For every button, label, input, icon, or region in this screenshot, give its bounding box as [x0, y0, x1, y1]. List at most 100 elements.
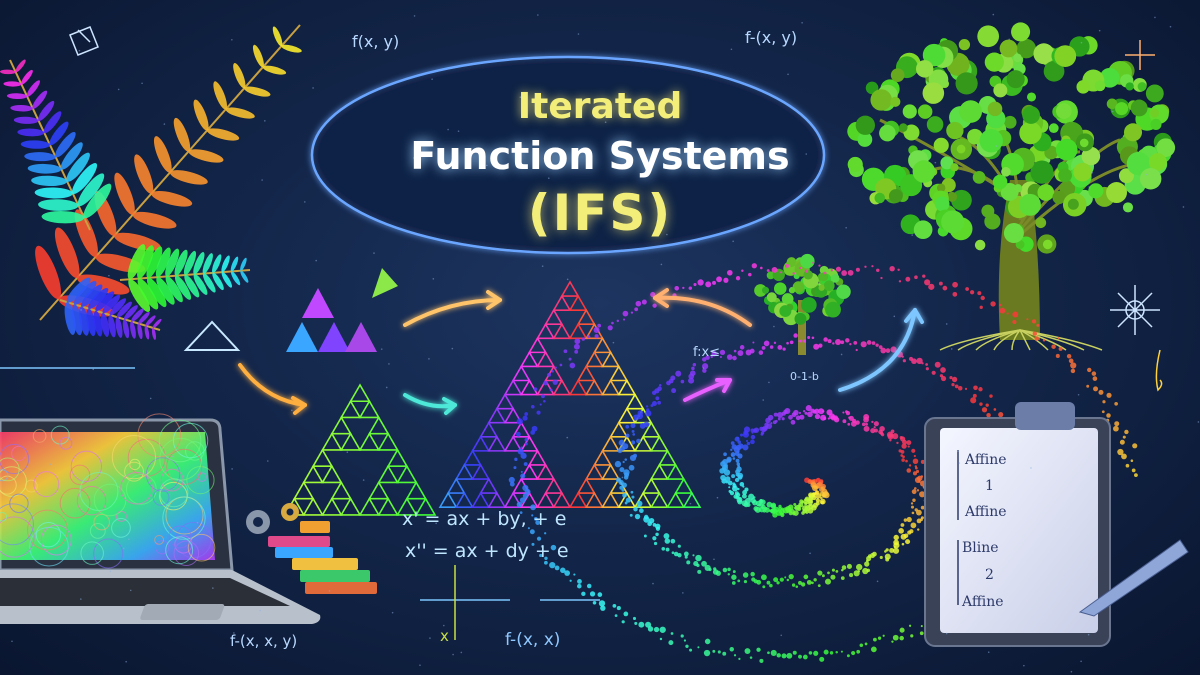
fern-leaflet [221, 272, 233, 288]
spiral-dot [539, 553, 543, 558]
spiral-dot [864, 642, 868, 646]
spiral-dot [1068, 358, 1074, 364]
tree-root [993, 329, 1021, 351]
spiral-dot [770, 502, 777, 508]
spiral-dot [720, 474, 726, 481]
tree-leaf-cluster [1030, 160, 1054, 184]
spiral-dot [543, 380, 548, 386]
tree-leaf-cluster [950, 163, 959, 172]
spiral-dot [516, 501, 523, 508]
spiral-dot [1012, 311, 1019, 318]
spiral-dot [648, 517, 655, 524]
star-speck [80, 598, 82, 600]
spiral-dot [951, 376, 958, 383]
spiral-dot [535, 520, 541, 525]
spiral-dot [845, 410, 851, 416]
spiral-dot [989, 394, 993, 398]
star-speck [431, 78, 433, 80]
spiral-dot [762, 585, 766, 589]
spiral-dot [574, 349, 579, 354]
spiral-dot [914, 275, 918, 280]
spiral-dot [910, 634, 914, 638]
sierpinski-cell [527, 449, 548, 466]
spiral-dot [804, 411, 808, 415]
spiral-dot [841, 270, 848, 276]
fern-leaflet [152, 318, 162, 329]
spiral-dot [519, 497, 526, 504]
spiral-dot [830, 574, 836, 580]
spiral-dot [703, 649, 711, 657]
star-speck [163, 123, 166, 125]
spiral-dot [746, 441, 751, 446]
small-triangles [183, 268, 398, 352]
spiral-dot [860, 341, 867, 348]
star-speck [259, 609, 261, 612]
spiral-dot [732, 570, 736, 574]
tree-leaf-cluster [1027, 92, 1037, 102]
fern-leaflet [184, 274, 200, 298]
spiral-dot [803, 574, 809, 580]
spiral-dot [751, 263, 757, 269]
spiral-dot [922, 274, 926, 278]
spiral-dot [794, 506, 798, 510]
spiral-dot [670, 538, 676, 544]
star-speck [233, 632, 235, 634]
sierpinski-cell [405, 480, 428, 500]
screen-swirl [0, 511, 8, 522]
spiral-dot [737, 350, 744, 356]
tree-leaf-cluster [922, 82, 945, 104]
spiral-dot [738, 657, 741, 660]
screen-swirl [152, 489, 170, 506]
spiral-dot [802, 654, 808, 660]
spiral-dot [564, 570, 570, 576]
screen-swirl [158, 419, 202, 463]
star-speck [733, 487, 735, 490]
star-speck [519, 96, 522, 98]
spiral-dot [973, 385, 978, 391]
tree-leaf-cluster [1058, 168, 1072, 183]
spiral-dot [712, 280, 716, 285]
star-speck [541, 265, 544, 267]
spiral-dot [717, 650, 721, 654]
spiral-dot [619, 485, 624, 490]
spiral-dot [889, 547, 895, 553]
clipboard-row: Affine [965, 452, 1007, 468]
star-speck [119, 494, 121, 497]
star-speck [768, 381, 770, 384]
spiral-dot [777, 345, 783, 350]
spiral-dot [659, 637, 663, 641]
spiral-dot [900, 533, 907, 540]
fern-leaflet [137, 278, 159, 310]
spiral-dot [1042, 338, 1046, 342]
spiral-dot [736, 466, 742, 472]
sierpinski-cell [568, 491, 588, 508]
star-speck [979, 599, 982, 601]
spiral-dot [536, 536, 542, 541]
star-speck [315, 259, 317, 262]
spiral-dot [912, 471, 918, 476]
spiral-dot [730, 441, 735, 445]
fern-leaflet [27, 163, 62, 174]
sierpinski-cell [503, 378, 523, 396]
clipboard-row: Affine [965, 504, 1007, 520]
spiral-dot [1132, 443, 1138, 449]
annotation-top-right: f-(x, y) [745, 28, 798, 47]
spiral-dot [920, 459, 925, 464]
star-speck [92, 368, 95, 371]
spiral-dot [799, 414, 805, 420]
fern-leaflet [165, 276, 183, 303]
spiral-dot [759, 266, 763, 270]
sierpinski-cell [584, 350, 604, 368]
sierpinski-cell [544, 477, 564, 494]
spiral-dot [823, 417, 827, 421]
spiral-dot [749, 348, 755, 354]
fern-leaflet [21, 69, 33, 85]
fern-leaflet [93, 310, 103, 337]
spiral-dot [723, 277, 729, 283]
sierpinski-cell [552, 491, 572, 508]
spiral-dot [520, 470, 523, 473]
fern-leaflet [66, 277, 91, 303]
sierpinski-cell [641, 421, 661, 438]
spiral-dot [622, 310, 629, 317]
spiral-dot [847, 422, 851, 426]
